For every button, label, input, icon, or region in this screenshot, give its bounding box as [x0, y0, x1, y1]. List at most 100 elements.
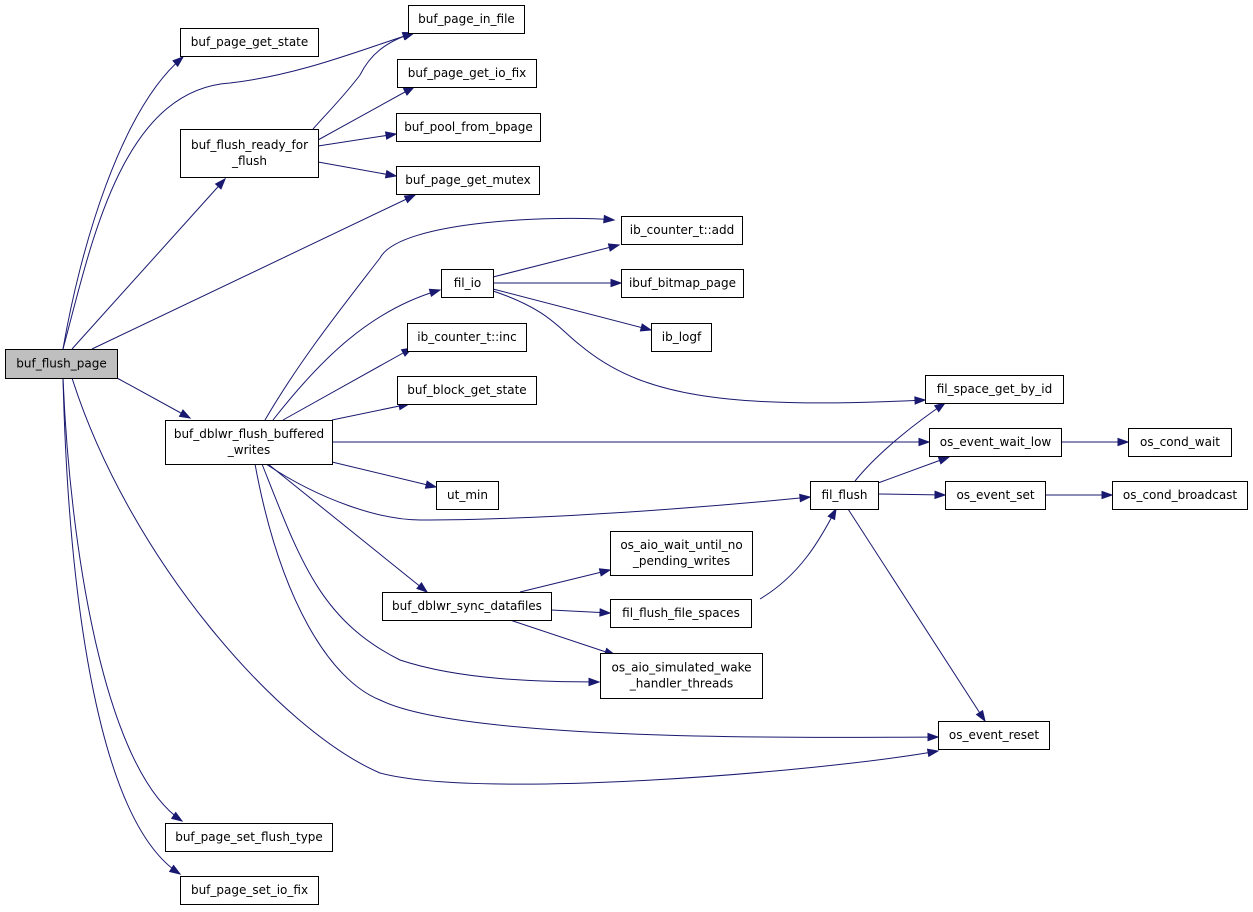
- edge-line: [62, 56, 184, 350]
- node-os-event-reset[interactable]: os_event_reset: [938, 721, 1050, 750]
- node-ib-logf[interactable]: ib_logf: [651, 323, 712, 352]
- node-box[interactable]: [5, 349, 118, 379]
- call-edge: [62, 377, 184, 822]
- edge-arrowhead: [384, 169, 398, 179]
- edge-arrowhead: [384, 131, 398, 140]
- node-box[interactable]: [397, 59, 537, 88]
- node-box[interactable]: [610, 599, 752, 628]
- node-box[interactable]: [396, 113, 541, 142]
- edge-line: [261, 463, 600, 683]
- node-box[interactable]: [397, 376, 537, 405]
- node-os-event-set[interactable]: os_event_set: [945, 481, 1046, 510]
- node-ibuf-bitmap-page[interactable]: ibuf_bitmap_page: [621, 269, 744, 298]
- node-os-cond-wait[interactable]: os_cond_wait: [1128, 428, 1232, 457]
- edge-arrowhead: [170, 811, 184, 822]
- node-fil-flush-file-spaces[interactable]: fil_flush_file_spaces: [610, 599, 752, 628]
- node-box[interactable]: [945, 481, 1046, 510]
- call-edge: [272, 288, 442, 421]
- call-edge: [847, 508, 986, 723]
- node-label: ib_counter_t::add: [630, 223, 735, 237]
- node-ut-min[interactable]: ut_min: [436, 481, 499, 510]
- node-label: fil_space_get_by_id: [937, 382, 1052, 396]
- edge-arrowhead: [1101, 490, 1114, 500]
- node-box[interactable]: [436, 481, 499, 510]
- call-edge: [264, 214, 616, 421]
- node-box[interactable]: [396, 166, 540, 195]
- call-edge: [332, 437, 931, 447]
- node-box[interactable]: [925, 375, 1064, 404]
- node-label: ut_min: [447, 488, 488, 502]
- node-box[interactable]: [408, 5, 525, 34]
- node-buf-page-set-flush-type[interactable]: buf_page_set_flush_type: [165, 823, 333, 852]
- node-os-aio-simulated-wake-handler-threads[interactable]: os_aio_simulated_wake_handler_threads: [600, 653, 763, 699]
- node-label: buf_page_get_state: [191, 35, 309, 49]
- node-box[interactable]: [810, 481, 879, 510]
- node-box[interactable]: [938, 721, 1050, 750]
- node-box[interactable]: [929, 428, 1062, 457]
- edge-arrowhead: [827, 507, 837, 521]
- node-ib-counter-inc[interactable]: ib_counter_t::inc: [407, 323, 527, 352]
- node-box[interactable]: [600, 653, 763, 699]
- node-buf-page-get-io-fix[interactable]: buf_page_get_io_fix: [397, 59, 537, 88]
- edge-arrowhead: [933, 402, 947, 413]
- node-fil-io[interactable]: fil_io: [441, 269, 494, 298]
- edge-line: [254, 463, 939, 738]
- node-buf-block-get-state[interactable]: buf_block_get_state: [397, 376, 537, 405]
- node-os-aio-wait-until-no-pending-writes[interactable]: os_aio_wait_until_no_pending_writes: [610, 531, 753, 576]
- edge-arrowhead: [927, 732, 940, 742]
- call-edge: [550, 608, 612, 617]
- call-edge: [759, 507, 837, 600]
- node-label: buf_pool_from_bpage: [404, 120, 533, 134]
- node-buf-page-get-state[interactable]: buf_page_get_state: [180, 28, 319, 57]
- node-buf-pool-from-bpage[interactable]: buf_pool_from_bpage: [396, 113, 541, 142]
- call-edge: [71, 177, 226, 350]
- edge-arrowhead: [588, 677, 601, 687]
- node-os-cond-broadcast[interactable]: os_cond_broadcast: [1112, 481, 1248, 510]
- node-box[interactable]: [165, 823, 333, 852]
- call-edge: [492, 288, 653, 332]
- node-label: buf_block_get_state: [407, 383, 526, 397]
- edge-line: [492, 290, 926, 404]
- node-box[interactable]: [610, 531, 753, 576]
- node-buf-page-in-file[interactable]: buf_page_in_file: [408, 5, 525, 34]
- node-box[interactable]: [407, 323, 527, 352]
- node-label: fil_io: [454, 276, 482, 290]
- node-label: fil_flush_file_spaces: [622, 606, 740, 620]
- node-box[interactable]: [165, 420, 333, 465]
- node-fil-flush[interactable]: fil_flush: [810, 481, 879, 510]
- call-edge: [854, 402, 947, 482]
- edge-arrowhead: [178, 409, 192, 419]
- edge-line: [877, 493, 946, 496]
- node-label: _writes: [227, 443, 270, 457]
- node-label: os_event_set: [956, 488, 1034, 502]
- node-box[interactable]: [651, 323, 712, 352]
- node-box[interactable]: [1128, 428, 1232, 457]
- node-ib-counter-add[interactable]: ib_counter_t::add: [621, 216, 743, 245]
- node-buf-dblwr-flush-buffered-writes[interactable]: buf_dblwr_flush_buffered _writes: [165, 420, 333, 465]
- node-buf-flush-page[interactable]: buf_flush_page: [5, 349, 118, 379]
- node-buf-page-get-mutex[interactable]: buf_page_get_mutex: [396, 166, 540, 195]
- node-label: os_cond_wait: [1140, 435, 1220, 449]
- node-buf-dblwr-sync-datafiles[interactable]: buf_dblwr_sync_datafiles: [382, 592, 552, 621]
- edge-arrowhead: [416, 582, 429, 593]
- node-box[interactable]: [441, 269, 494, 298]
- node-box[interactable]: [1112, 481, 1248, 510]
- node-label: buf_page_get_io_fix: [408, 66, 526, 80]
- node-box[interactable]: [382, 592, 552, 621]
- edge-line: [62, 377, 181, 875]
- edge-line: [519, 569, 611, 593]
- node-box[interactable]: [180, 129, 319, 178]
- node-buf-page-set-io-fix[interactable]: buf_page_set_io_fix: [180, 876, 319, 905]
- node-buf-flush-ready-for-flush[interactable]: buf_flush_ready_for_flush: [180, 129, 319, 178]
- edge-arrowhead: [599, 608, 612, 617]
- edge-arrowhead: [603, 214, 616, 224]
- node-os-event-wait-low[interactable]: os_event_wait_low: [929, 428, 1062, 457]
- node-label: buf_dblwr_flush_buffered: [174, 427, 324, 441]
- edge-line: [71, 377, 939, 785]
- node-box[interactable]: [621, 216, 743, 245]
- node-box[interactable]: [180, 28, 319, 57]
- node-fil-space-get-by-id[interactable]: fil_space_get_by_id: [925, 375, 1064, 404]
- node-box[interactable]: [621, 269, 744, 298]
- node-box[interactable]: [180, 876, 319, 905]
- node-label: buf_page_in_file: [418, 12, 515, 26]
